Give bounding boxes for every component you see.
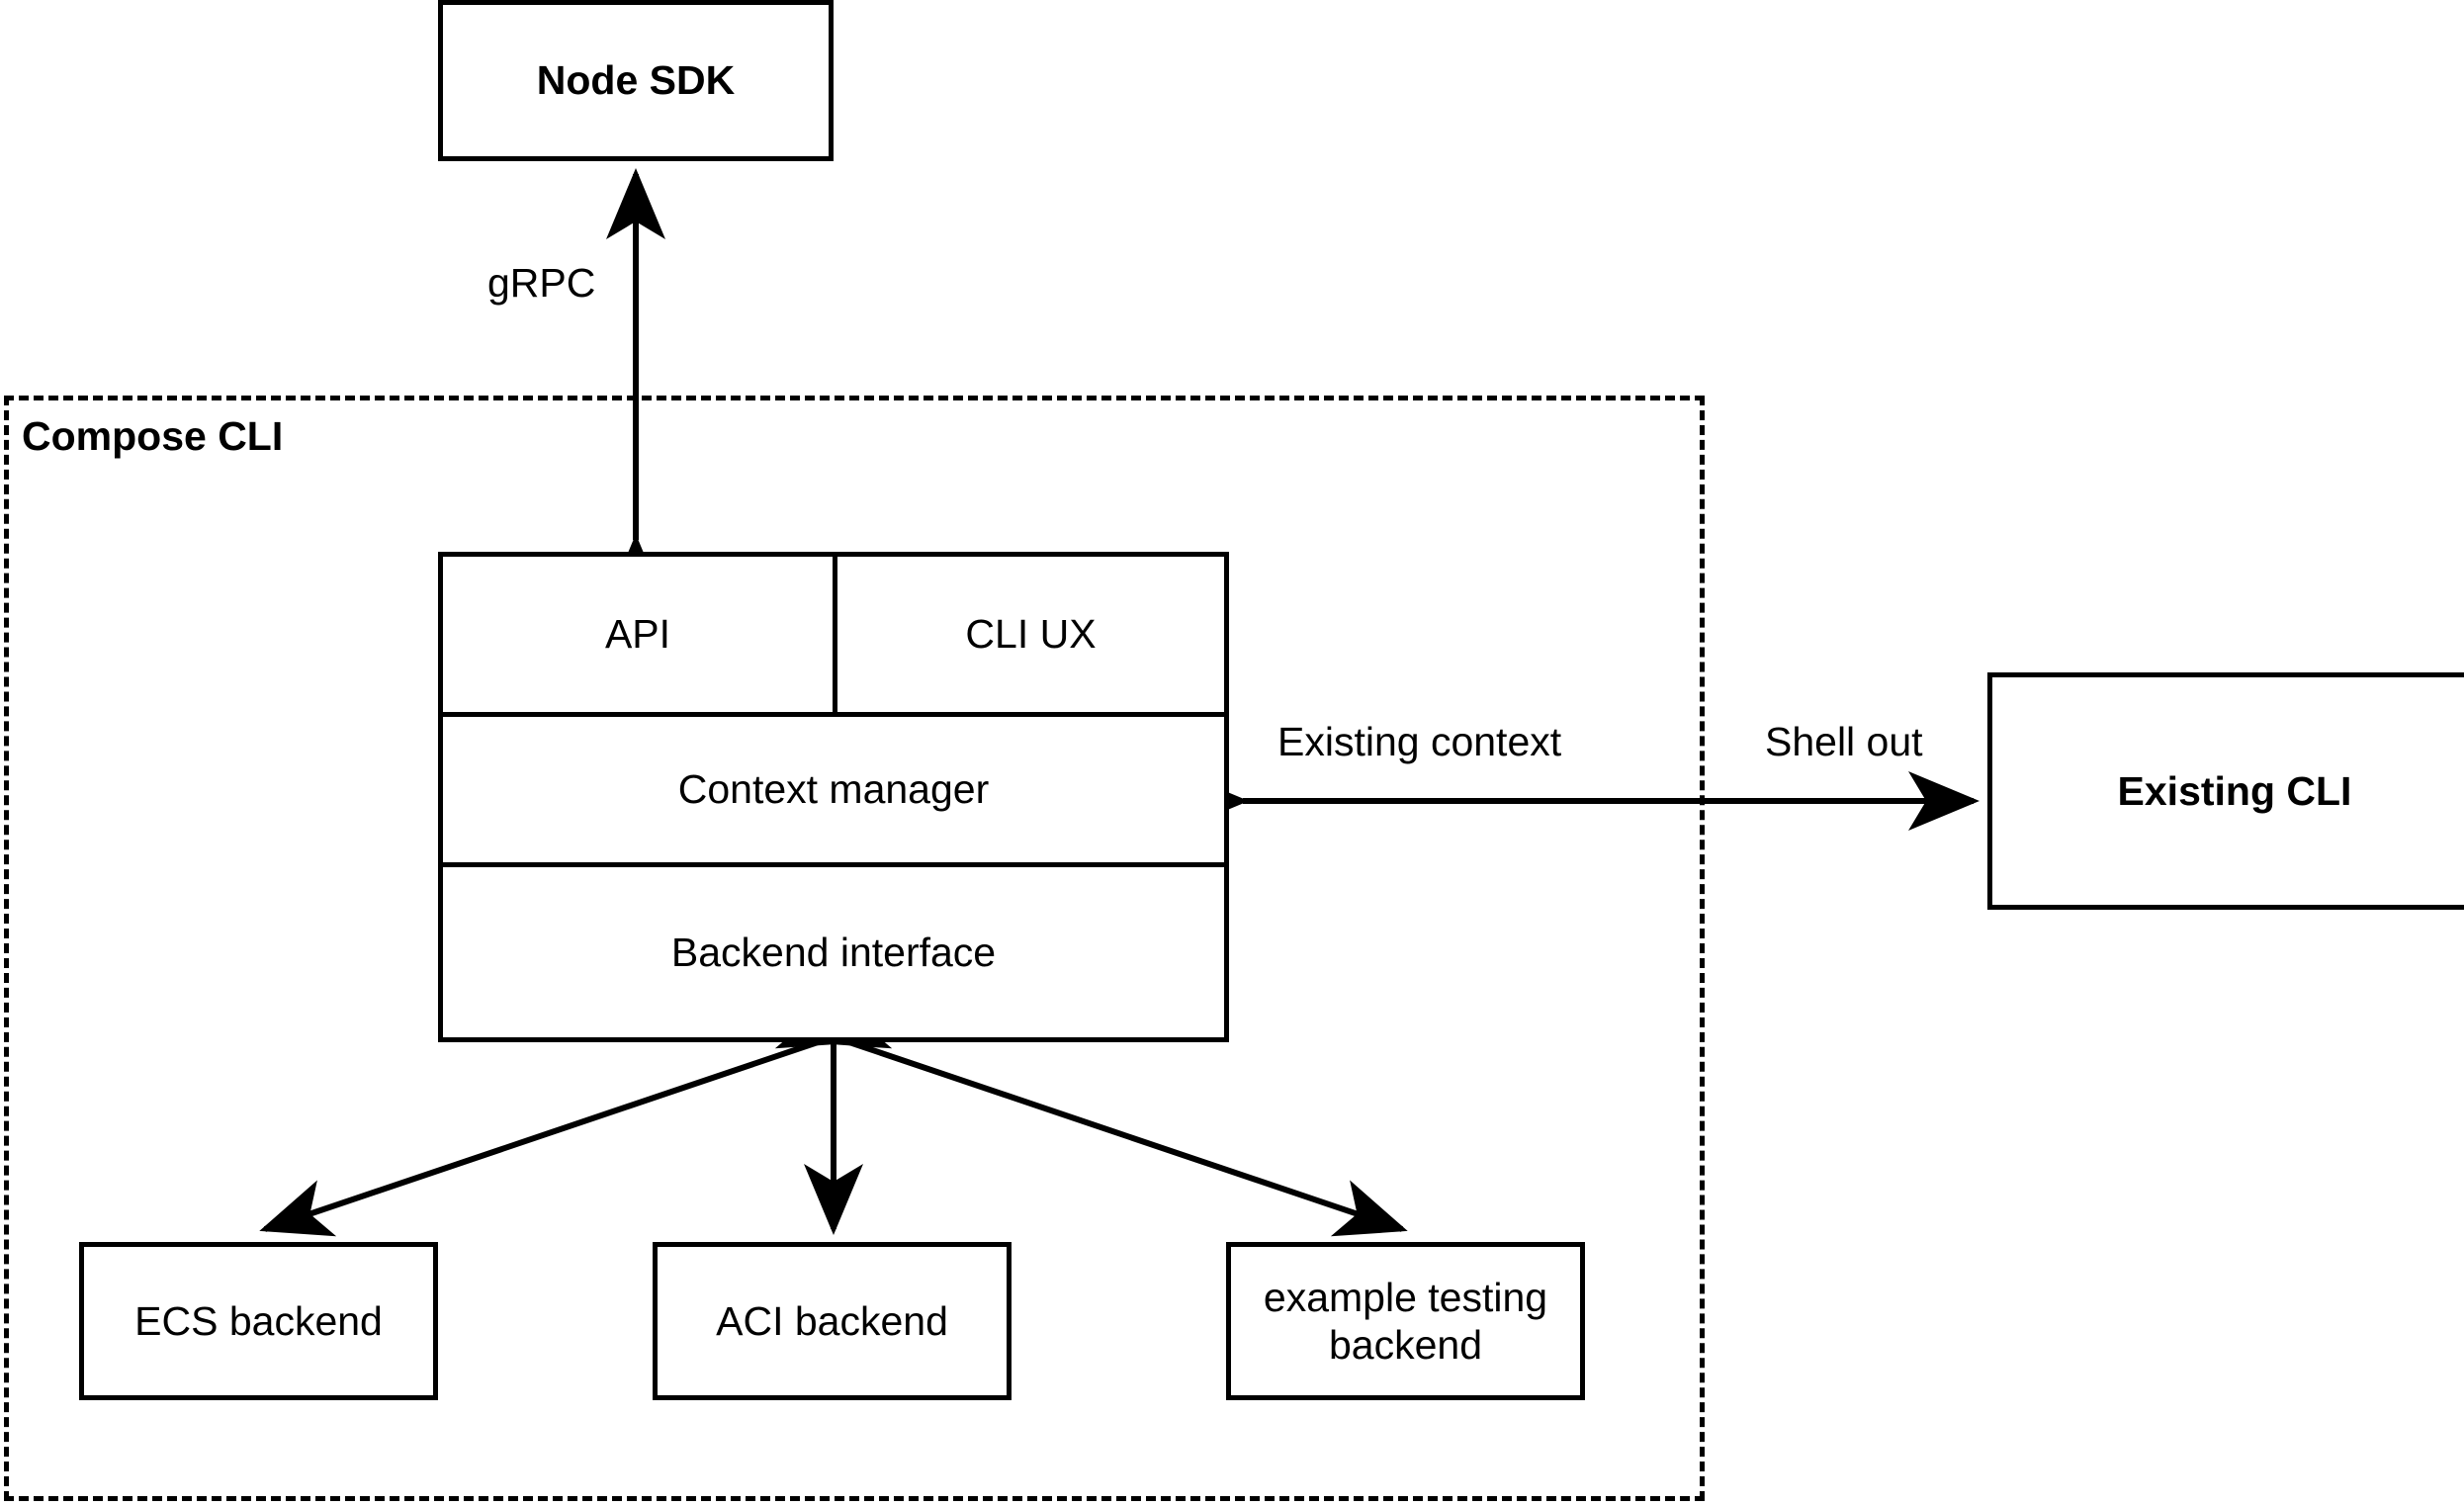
node-aci-backend-label: ACI backend: [716, 1297, 948, 1344]
edge-label-grpc: gRPC: [482, 260, 602, 307]
node-ecs-backend-label: ECS backend: [134, 1297, 383, 1344]
stack-row-backend: Backend interface: [443, 862, 1224, 1037]
node-backend-interface[interactable]: Backend interface: [443, 867, 1224, 1037]
node-compose-cli-stack: API CLI UX Context manager Backend inter…: [438, 552, 1229, 1042]
node-node-sdk[interactable]: Node SDK: [438, 0, 834, 161]
node-ecs-backend[interactable]: ECS backend: [79, 1242, 438, 1400]
stack-row-context: Context manager: [443, 712, 1224, 862]
node-example-testing-backend[interactable]: example testing backend: [1226, 1242, 1585, 1400]
node-backend-interface-label: Backend interface: [670, 929, 997, 975]
node-context-manager-label: Context manager: [677, 766, 990, 813]
node-node-sdk-label: Node SDK: [536, 57, 736, 104]
node-aci-backend[interactable]: ACI backend: [653, 1242, 1012, 1400]
node-existing-cli-label: Existing CLI: [2117, 767, 2352, 814]
group-compose-cli: [4, 396, 1705, 1501]
node-example-testing-backend-label: example testing backend: [1263, 1274, 1548, 1368]
node-api-label: API: [604, 611, 671, 658]
node-api[interactable]: API: [443, 557, 833, 712]
group-compose-cli-label: Compose CLI: [22, 413, 284, 459]
node-cli-ux-label: CLI UX: [965, 611, 1097, 658]
node-context-manager[interactable]: Context manager: [443, 717, 1224, 862]
edge-label-shell-out: Shell out: [1759, 719, 1929, 765]
node-existing-cli[interactable]: Existing CLI: [1987, 672, 2464, 910]
stack-row-top: API CLI UX: [443, 557, 1224, 712]
node-cli-ux[interactable]: CLI UX: [833, 557, 1224, 712]
edge-label-existing-context: Existing context: [1272, 719, 1568, 765]
